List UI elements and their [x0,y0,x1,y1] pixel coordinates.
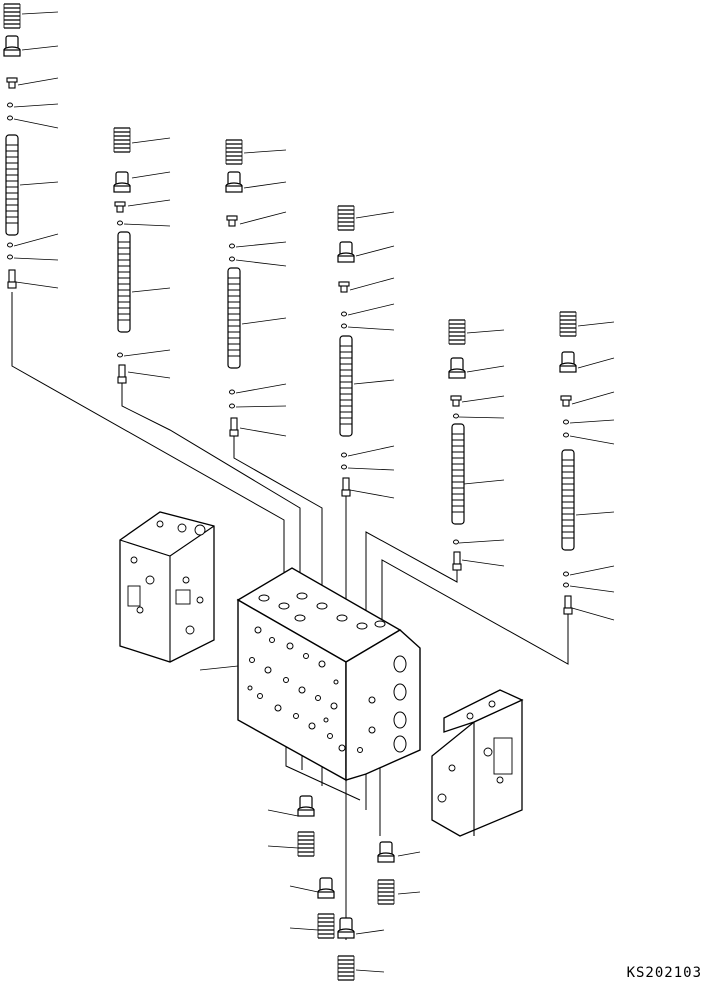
leader-lines-6 [569,321,615,621]
figure-reference-code: KS202103 [626,965,702,981]
bottom-leader-lines [267,809,421,973]
routing-lines [11,292,569,940]
leader-lines-4 [347,211,395,499]
body-leader-line [199,665,239,671]
leader-lines-5 [458,329,505,567]
left-side-cover [119,511,215,663]
right-side-cover [431,689,524,837]
spool-assembly-6 [559,311,577,615]
main-valve-body [236,567,421,782]
spool-assembly-5 [448,319,466,571]
leader-lines-1 [13,11,59,289]
leader-lines-2 [123,137,171,379]
spool-assembly-2 [113,127,131,384]
spool-assembly-3 [225,139,243,437]
leader-lines-3 [235,149,287,437]
spool-assembly-4 [337,205,355,497]
